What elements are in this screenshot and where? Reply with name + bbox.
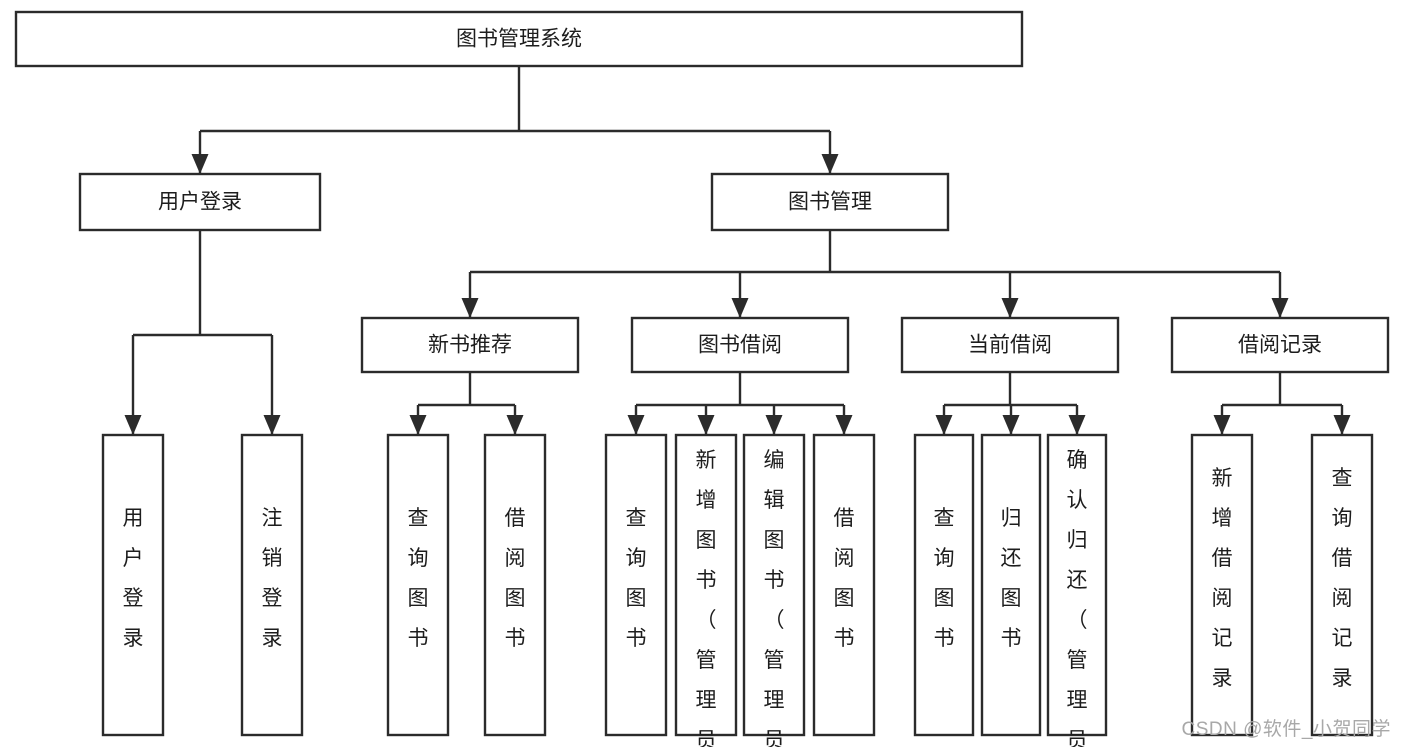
node-box-leaf-borrow-books-1[interactable] xyxy=(483,433,547,737)
arrow-head-icon-leaf-query-books-2 xyxy=(627,415,645,435)
node-box-leaf-query-record[interactable] xyxy=(1310,433,1374,737)
node-label-leaf-return-book: 归还图书 xyxy=(1001,507,1022,650)
node-book-management[interactable]: 图书管理 xyxy=(710,172,950,232)
node-leaf-query-books-3[interactable]: 查询图书 xyxy=(913,433,975,737)
node-box-leaf-add-book[interactable] xyxy=(674,433,738,737)
node-label-leaf-add-book: 新增图书（管理员） xyxy=(696,449,717,747)
node-book-borrow[interactable]: 图书借阅 xyxy=(630,316,850,374)
arrow-head-icon-leaf-borrow-books-1 xyxy=(506,415,524,435)
node-box-user-login[interactable] xyxy=(78,172,322,232)
node-label-leaf-query-books-2: 查询图书 xyxy=(626,507,647,650)
node-box-leaf-query-books-1[interactable] xyxy=(386,433,450,737)
node-leaf-query-books-2[interactable]: 查询图书 xyxy=(604,433,668,737)
node-label-user-login: 用户登录 xyxy=(158,191,242,214)
arrow-head-icon-new-book-recommend xyxy=(461,298,479,318)
node-new-book-recommend[interactable]: 新书推荐 xyxy=(360,316,580,374)
arrow-head-icon-leaf-user-login xyxy=(124,415,142,435)
node-label-borrow-records: 借阅记录 xyxy=(1238,334,1322,357)
node-label-new-book-recommend: 新书推荐 xyxy=(428,334,512,357)
arrow-head-icon-leaf-query-books-1 xyxy=(409,415,427,435)
arrow-head-icon-leaf-logout xyxy=(263,415,281,435)
node-current-borrow[interactable]: 当前借阅 xyxy=(900,316,1120,374)
arrow-head-icon-leaf-confirm-return xyxy=(1068,415,1086,435)
node-root[interactable]: 图书管理系统 xyxy=(14,10,1024,68)
node-label-leaf-add-record: 新增借阅记录 xyxy=(1212,467,1233,690)
node-leaf-borrow-books-2[interactable]: 借阅图书 xyxy=(812,433,876,737)
node-box-leaf-confirm-return[interactable] xyxy=(1046,433,1108,737)
node-label-leaf-user-login: 用户登录 xyxy=(123,507,144,650)
node-box-root[interactable] xyxy=(14,10,1024,68)
node-label-current-borrow: 当前借阅 xyxy=(968,334,1052,357)
node-leaf-logout[interactable]: 注销登录 xyxy=(240,433,304,737)
node-label-book-borrow: 图书借阅 xyxy=(698,334,782,357)
arrow-head-icon-current-borrow xyxy=(1001,298,1019,318)
node-leaf-edit-book[interactable]: 编辑图书（管理员） xyxy=(742,433,806,747)
arrow-head-icon-leaf-add-record xyxy=(1213,415,1231,435)
node-label-leaf-edit-book: 编辑图书（管理员） xyxy=(764,449,785,747)
arrow-head-icon-user-login xyxy=(191,154,209,174)
node-box-leaf-borrow-books-2[interactable] xyxy=(812,433,876,737)
node-box-leaf-query-books-3[interactable] xyxy=(913,433,975,737)
node-box-current-borrow[interactable] xyxy=(900,316,1120,374)
arrow-head-icon-borrow-records xyxy=(1271,298,1289,318)
arrow-head-icon-leaf-query-books-3 xyxy=(935,415,953,435)
arrow-head-icon-leaf-add-book xyxy=(697,415,715,435)
node-box-leaf-query-books-2[interactable] xyxy=(604,433,668,737)
node-borrow-records[interactable]: 借阅记录 xyxy=(1170,316,1390,374)
node-label-leaf-logout: 注销登录 xyxy=(262,507,283,650)
arrow-head-icon-book-management xyxy=(821,154,839,174)
watermark: CSDN @软件_小贺同学 xyxy=(1181,719,1391,740)
node-leaf-query-books-1[interactable]: 查询图书 xyxy=(386,433,450,737)
node-leaf-add-record[interactable]: 新增借阅记录 xyxy=(1190,433,1254,737)
node-box-leaf-edit-book[interactable] xyxy=(742,433,806,737)
node-leaf-user-login[interactable]: 用户登录 xyxy=(101,433,165,737)
node-box-leaf-return-book[interactable] xyxy=(980,433,1042,737)
node-box-new-book-recommend[interactable] xyxy=(360,316,580,374)
node-leaf-add-book[interactable]: 新增图书（管理员） xyxy=(674,433,738,747)
arrow-head-icon-leaf-return-book xyxy=(1002,415,1020,435)
node-label-leaf-query-record: 查询借阅记录 xyxy=(1332,467,1353,690)
node-leaf-query-record[interactable]: 查询借阅记录 xyxy=(1310,433,1374,737)
node-leaf-borrow-books-1[interactable]: 借阅图书 xyxy=(483,433,547,737)
boxes-layer: 图书管理系统用户登录图书管理新书推荐图书借阅当前借阅借阅记录用户登录注销登录查询… xyxy=(14,10,1390,747)
node-label-root: 图书管理系统 xyxy=(456,28,582,51)
node-label-leaf-query-books-1: 查询图书 xyxy=(408,507,429,650)
node-box-borrow-records[interactable] xyxy=(1170,316,1390,374)
node-user-login[interactable]: 用户登录 xyxy=(78,172,322,232)
node-box-book-management[interactable] xyxy=(710,172,950,232)
node-box-leaf-user-login[interactable] xyxy=(101,433,165,737)
node-leaf-return-book[interactable]: 归还图书 xyxy=(980,433,1042,737)
arrow-head-icon-book-borrow xyxy=(731,298,749,318)
node-box-book-borrow[interactable] xyxy=(630,316,850,374)
node-label-book-management: 图书管理 xyxy=(788,191,872,214)
node-box-leaf-add-record[interactable] xyxy=(1190,433,1254,737)
arrow-head-icon-leaf-edit-book xyxy=(765,415,783,435)
arrow-head-icon-leaf-borrow-books-2 xyxy=(835,415,853,435)
node-label-leaf-borrow-books-2: 借阅图书 xyxy=(834,507,855,650)
connectors-layer xyxy=(124,66,1351,435)
node-label-leaf-confirm-return: 确认归还（管理员） xyxy=(1067,449,1088,747)
node-label-leaf-query-books-3: 查询图书 xyxy=(934,507,955,650)
arrow-head-icon-leaf-query-record xyxy=(1333,415,1351,435)
node-box-leaf-logout[interactable] xyxy=(240,433,304,737)
node-leaf-confirm-return[interactable]: 确认归还（管理员） xyxy=(1046,433,1108,747)
node-label-leaf-borrow-books-1: 借阅图书 xyxy=(505,507,526,650)
